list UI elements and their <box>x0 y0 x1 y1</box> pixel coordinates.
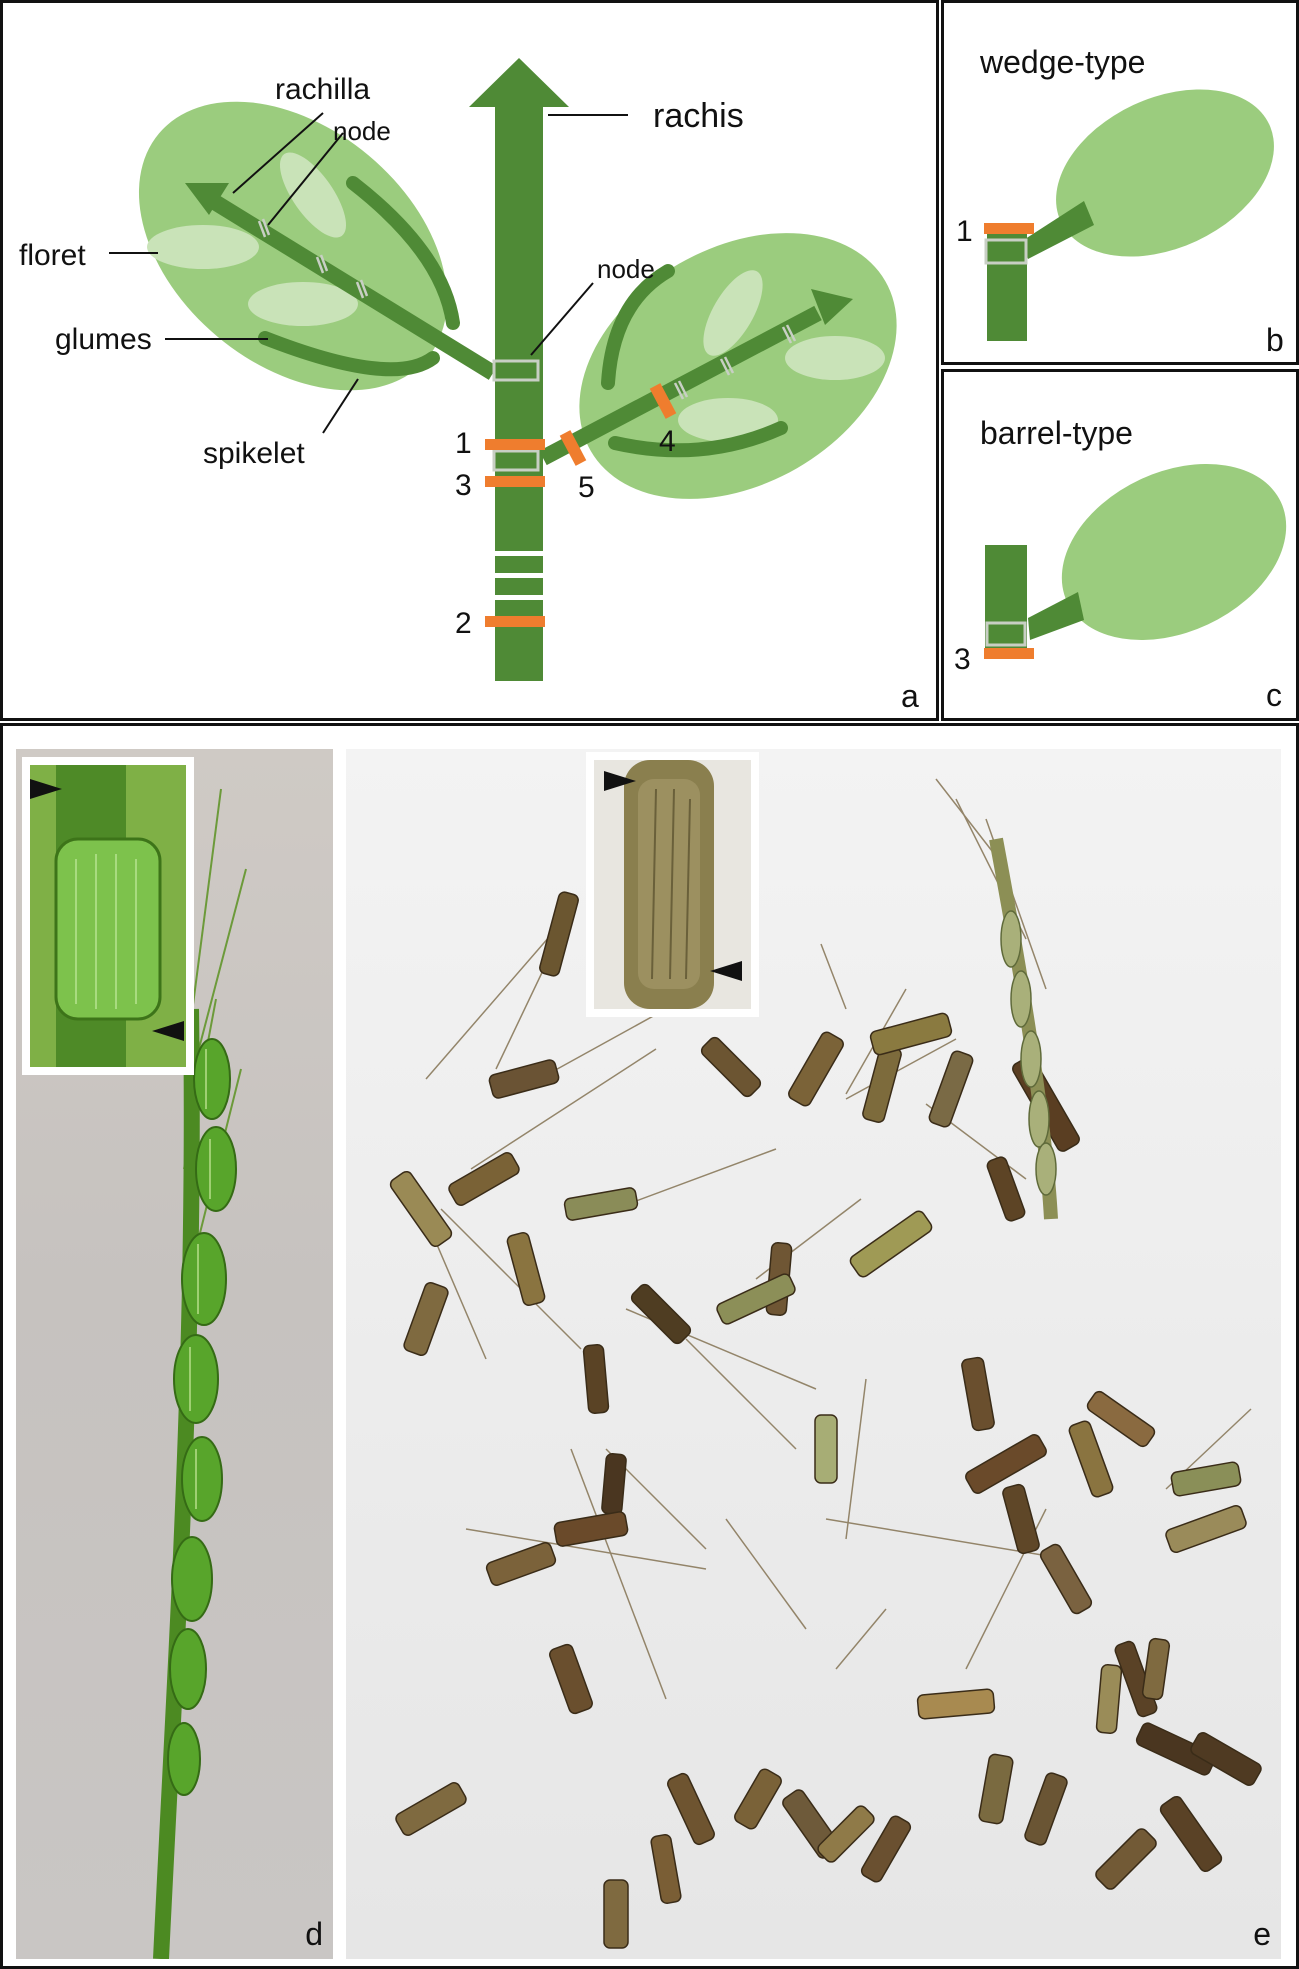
barrel-spikelet <box>1061 464 1287 640</box>
left-floret-1 <box>147 225 259 269</box>
label-break-2: 2 <box>455 607 472 640</box>
left-rachilla <box>208 194 498 380</box>
break-point-3 <box>485 476 545 487</box>
photo-panels-frame: d <box>0 723 1299 1969</box>
panel-d: d <box>16 749 333 1959</box>
rachis-node-upper <box>492 359 540 382</box>
rachis-node-lower <box>492 449 540 472</box>
panel-c-title: barrel-type <box>980 415 1133 451</box>
left-rachilla-nodes <box>257 218 369 299</box>
spikelets-photo <box>389 752 1262 1949</box>
barrel-break-point <box>984 648 1034 659</box>
wedge-break-point <box>984 223 1034 234</box>
wedge-node <box>984 238 1028 265</box>
right-rachilla-nodes <box>673 324 797 400</box>
panel-letter-e: e <box>1253 1916 1271 1952</box>
panel-letter-d: d <box>305 1916 323 1952</box>
panel-b-diagram: wedge-type 1 b <box>956 44 1284 358</box>
break-point-2 <box>485 616 545 627</box>
panel-letter-c: c <box>1266 677 1282 713</box>
panel-a: rachilla node rachis floret node glumes … <box>0 0 939 721</box>
break-point-5 <box>559 430 587 466</box>
right-floret-2 <box>785 336 885 380</box>
right-floret-3 <box>678 398 778 442</box>
panel-c-diagram: barrel-type 3 c <box>954 415 1287 713</box>
label-glumes: glumes <box>55 323 152 356</box>
left-floret-3 <box>248 282 358 326</box>
green-spike-photo <box>22 757 247 1959</box>
panel-d-inset <box>22 757 194 1075</box>
wedge-spikelet <box>1056 89 1274 257</box>
right-floret-1 <box>703 270 763 356</box>
panel-b-title: wedge-type <box>979 44 1145 80</box>
panel-letter-b: b <box>1266 322 1284 358</box>
rachis-arrowhead <box>469 58 569 107</box>
panel-e-inset <box>586 752 759 1017</box>
right-rachilla-arrowhead <box>811 289 853 325</box>
label-node-right: node <box>597 254 655 284</box>
label-break-5: 5 <box>578 471 595 504</box>
label-break-1: 1 <box>455 427 472 460</box>
left-glume-inner <box>346 176 460 330</box>
barrel-rachis <box>985 545 1027 651</box>
left-glume-outer <box>258 331 440 377</box>
leader-lines <box>109 112 628 434</box>
panel-letter-a: a <box>901 678 919 714</box>
rachis-gap-1 <box>495 551 543 556</box>
rachis-gap-2 <box>495 573 543 578</box>
left-floret-2 <box>279 152 347 238</box>
label-floret: floret <box>19 239 86 272</box>
label-rachilla: rachilla <box>275 73 370 106</box>
wedge-connector <box>1022 201 1094 259</box>
right-glume-inner <box>601 264 675 390</box>
label-break-4: 4 <box>659 425 676 458</box>
left-rachilla-arrowhead <box>185 183 229 215</box>
wedge-rachis <box>987 232 1027 341</box>
panel-e: e <box>346 749 1281 1959</box>
right-glume-outer <box>608 421 788 458</box>
panel-a-diagram: rachilla node rachis floret node glumes … <box>19 58 919 714</box>
label-break-3: 3 <box>455 469 472 502</box>
break-point-1 <box>485 439 545 450</box>
panel-c: barrel-type 3 c <box>941 369 1299 721</box>
rachis-gap-3 <box>495 595 543 600</box>
label-rachis: rachis <box>653 97 744 135</box>
break-point-4 <box>649 383 677 419</box>
barrel-break-label: 3 <box>954 643 971 676</box>
label-spikelet: spikelet <box>203 437 305 470</box>
rachis-stem <box>495 103 543 681</box>
barrel-node <box>985 621 1027 647</box>
wedge-break-label: 1 <box>956 215 973 248</box>
label-node-left: node <box>333 116 391 146</box>
panel-b: wedge-type 1 b <box>941 0 1299 365</box>
barrel-connector <box>1028 592 1084 640</box>
